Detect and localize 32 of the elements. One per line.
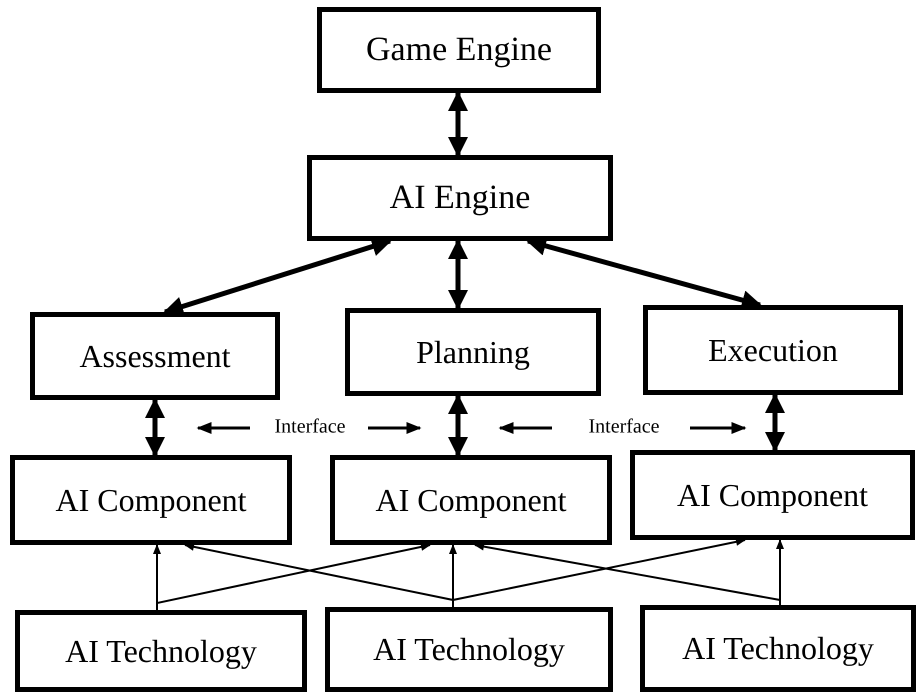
arrow (448, 394, 468, 457)
process-box (10, 455, 292, 545)
arrow (776, 539, 784, 605)
box-label: Planning (416, 334, 530, 370)
box-label: AI Engine (390, 179, 530, 217)
box-label: AI Component (375, 482, 567, 518)
box-label: AI Technology (682, 630, 874, 667)
arrow (145, 398, 165, 457)
arrow (448, 91, 468, 157)
process-box (307, 155, 613, 241)
process-box (630, 450, 915, 540)
process-box (317, 7, 601, 93)
process-box (330, 455, 612, 545)
process-box (640, 605, 916, 692)
arrow (156, 542, 431, 610)
process-box (643, 305, 903, 395)
process-box (15, 610, 307, 692)
box-label: AI Component (676, 476, 868, 514)
arrow (452, 538, 746, 607)
box-label: AI Component (55, 482, 247, 518)
box-label: AI Technology (65, 632, 257, 670)
box-label: Assessment (79, 338, 231, 374)
box-label: Game Engine (366, 31, 552, 69)
process-box (345, 308, 601, 396)
arrow (448, 239, 468, 310)
process-box (30, 312, 280, 400)
interface-label: Interface (274, 416, 346, 438)
box-label: Execution (708, 332, 838, 368)
interface-label: Interface (588, 416, 660, 438)
box-label: AI Technology (373, 631, 565, 668)
process-box (325, 607, 613, 692)
arrow (765, 393, 785, 452)
